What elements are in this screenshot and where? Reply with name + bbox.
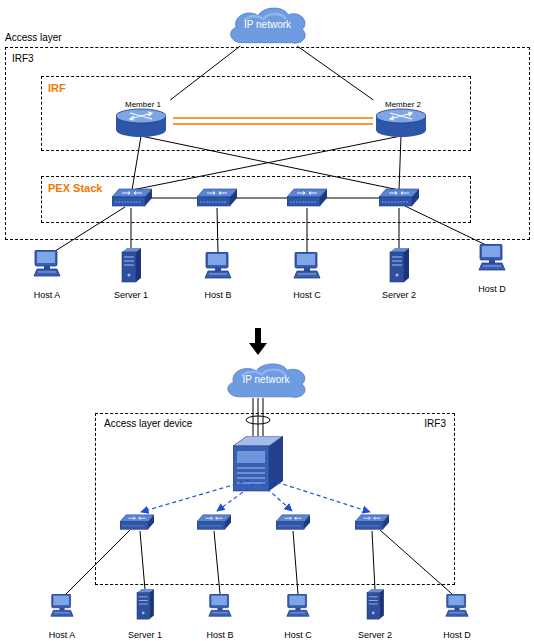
pex-switch-icon — [120, 515, 154, 529]
node-label: Server 1 — [89, 290, 173, 300]
node-label: Host C — [256, 630, 340, 640]
host-icon — [479, 244, 505, 270]
link-line — [173, 117, 373, 119]
server-icon — [390, 248, 409, 282]
transition-arrow — [249, 328, 267, 355]
pex-switch-icon — [379, 189, 419, 206]
host-node: Host B — [190, 592, 250, 640]
node-label: IP network — [225, 19, 310, 31]
node-label: Host B — [176, 290, 260, 300]
pex-switch-icon — [287, 189, 327, 206]
cloud-node: IP network — [222, 360, 310, 400]
host-node: Host C — [277, 252, 337, 300]
host-node: Host A — [32, 592, 92, 640]
host-node: Server 1 — [101, 247, 161, 300]
pex-switch-icon — [112, 189, 152, 206]
node-label: Server 2 — [333, 630, 417, 640]
node-label: IP network — [222, 374, 310, 386]
node-label: Host A — [20, 630, 104, 640]
host-icon — [51, 594, 73, 616]
host-node: Server 2 — [369, 247, 429, 300]
host-node: Host A — [17, 250, 77, 300]
group-box: Access layer device IRF3 — [95, 413, 455, 585]
node-label: IRF3 — [424, 418, 446, 430]
host-icon — [446, 594, 468, 616]
host-icon — [205, 252, 231, 278]
node-label: Access layer device — [104, 418, 192, 430]
host-icon — [34, 250, 60, 276]
group-box: Access layerIRF3IRFMember 1Member 2PEX S… — [5, 47, 530, 240]
node-label: IRF — [48, 82, 66, 95]
aggregated-uplink — [246, 398, 270, 440]
member-device: Member 1 — [113, 100, 173, 142]
link-line — [297, 46, 373, 100]
member-switch-icon — [116, 109, 166, 137]
member-switch-icon — [376, 109, 426, 137]
host-icon — [209, 594, 231, 616]
group-box: PEX Stack — [41, 176, 471, 223]
group-box: IRF Member 1 Member 2 — [41, 76, 471, 151]
uplink-wires — [132, 136, 401, 198]
node-label: Host C — [265, 290, 349, 300]
host-node: Host D — [462, 244, 522, 294]
pex-switch-icon — [355, 515, 389, 529]
network-link — [170, 46, 240, 100]
server-icon — [137, 589, 154, 619]
node-label: Server 1 — [103, 630, 187, 640]
host-icon — [287, 594, 309, 616]
node-label: IRF3 — [12, 53, 34, 65]
irf-link — [173, 118, 373, 124]
host-node: Server 2 — [345, 588, 405, 640]
node-label: Member 1 — [103, 100, 183, 109]
node-label: Access layer — [5, 32, 62, 44]
node-label: Member 2 — [363, 100, 443, 109]
link-line — [173, 123, 373, 125]
host-icon — [294, 252, 320, 278]
host-node: Server 1 — [115, 588, 175, 640]
server-icon — [122, 248, 141, 282]
node-label: Host A — [5, 290, 89, 300]
virtual-links — [141, 480, 370, 512]
host-node: Host B — [188, 252, 248, 300]
link-line — [170, 46, 240, 100]
node-label: Host B — [178, 630, 262, 640]
cloud-node: IP network — [225, 4, 310, 46]
network-link — [297, 46, 373, 100]
server-icon — [367, 589, 384, 619]
host-node: Host D — [427, 592, 487, 640]
pex-switch-icon — [276, 515, 310, 529]
pex-switch-icon — [197, 515, 231, 529]
node-label: Host D — [415, 630, 499, 640]
pex-switch-icon — [197, 189, 237, 206]
host-node: Host C — [268, 592, 328, 640]
node-label: Server 2 — [357, 290, 441, 300]
member-device: Member 2 — [373, 100, 433, 142]
host-wires — [52, 206, 488, 253]
node-label: PEX Stack — [48, 182, 102, 195]
node-label: Host D — [450, 284, 534, 294]
